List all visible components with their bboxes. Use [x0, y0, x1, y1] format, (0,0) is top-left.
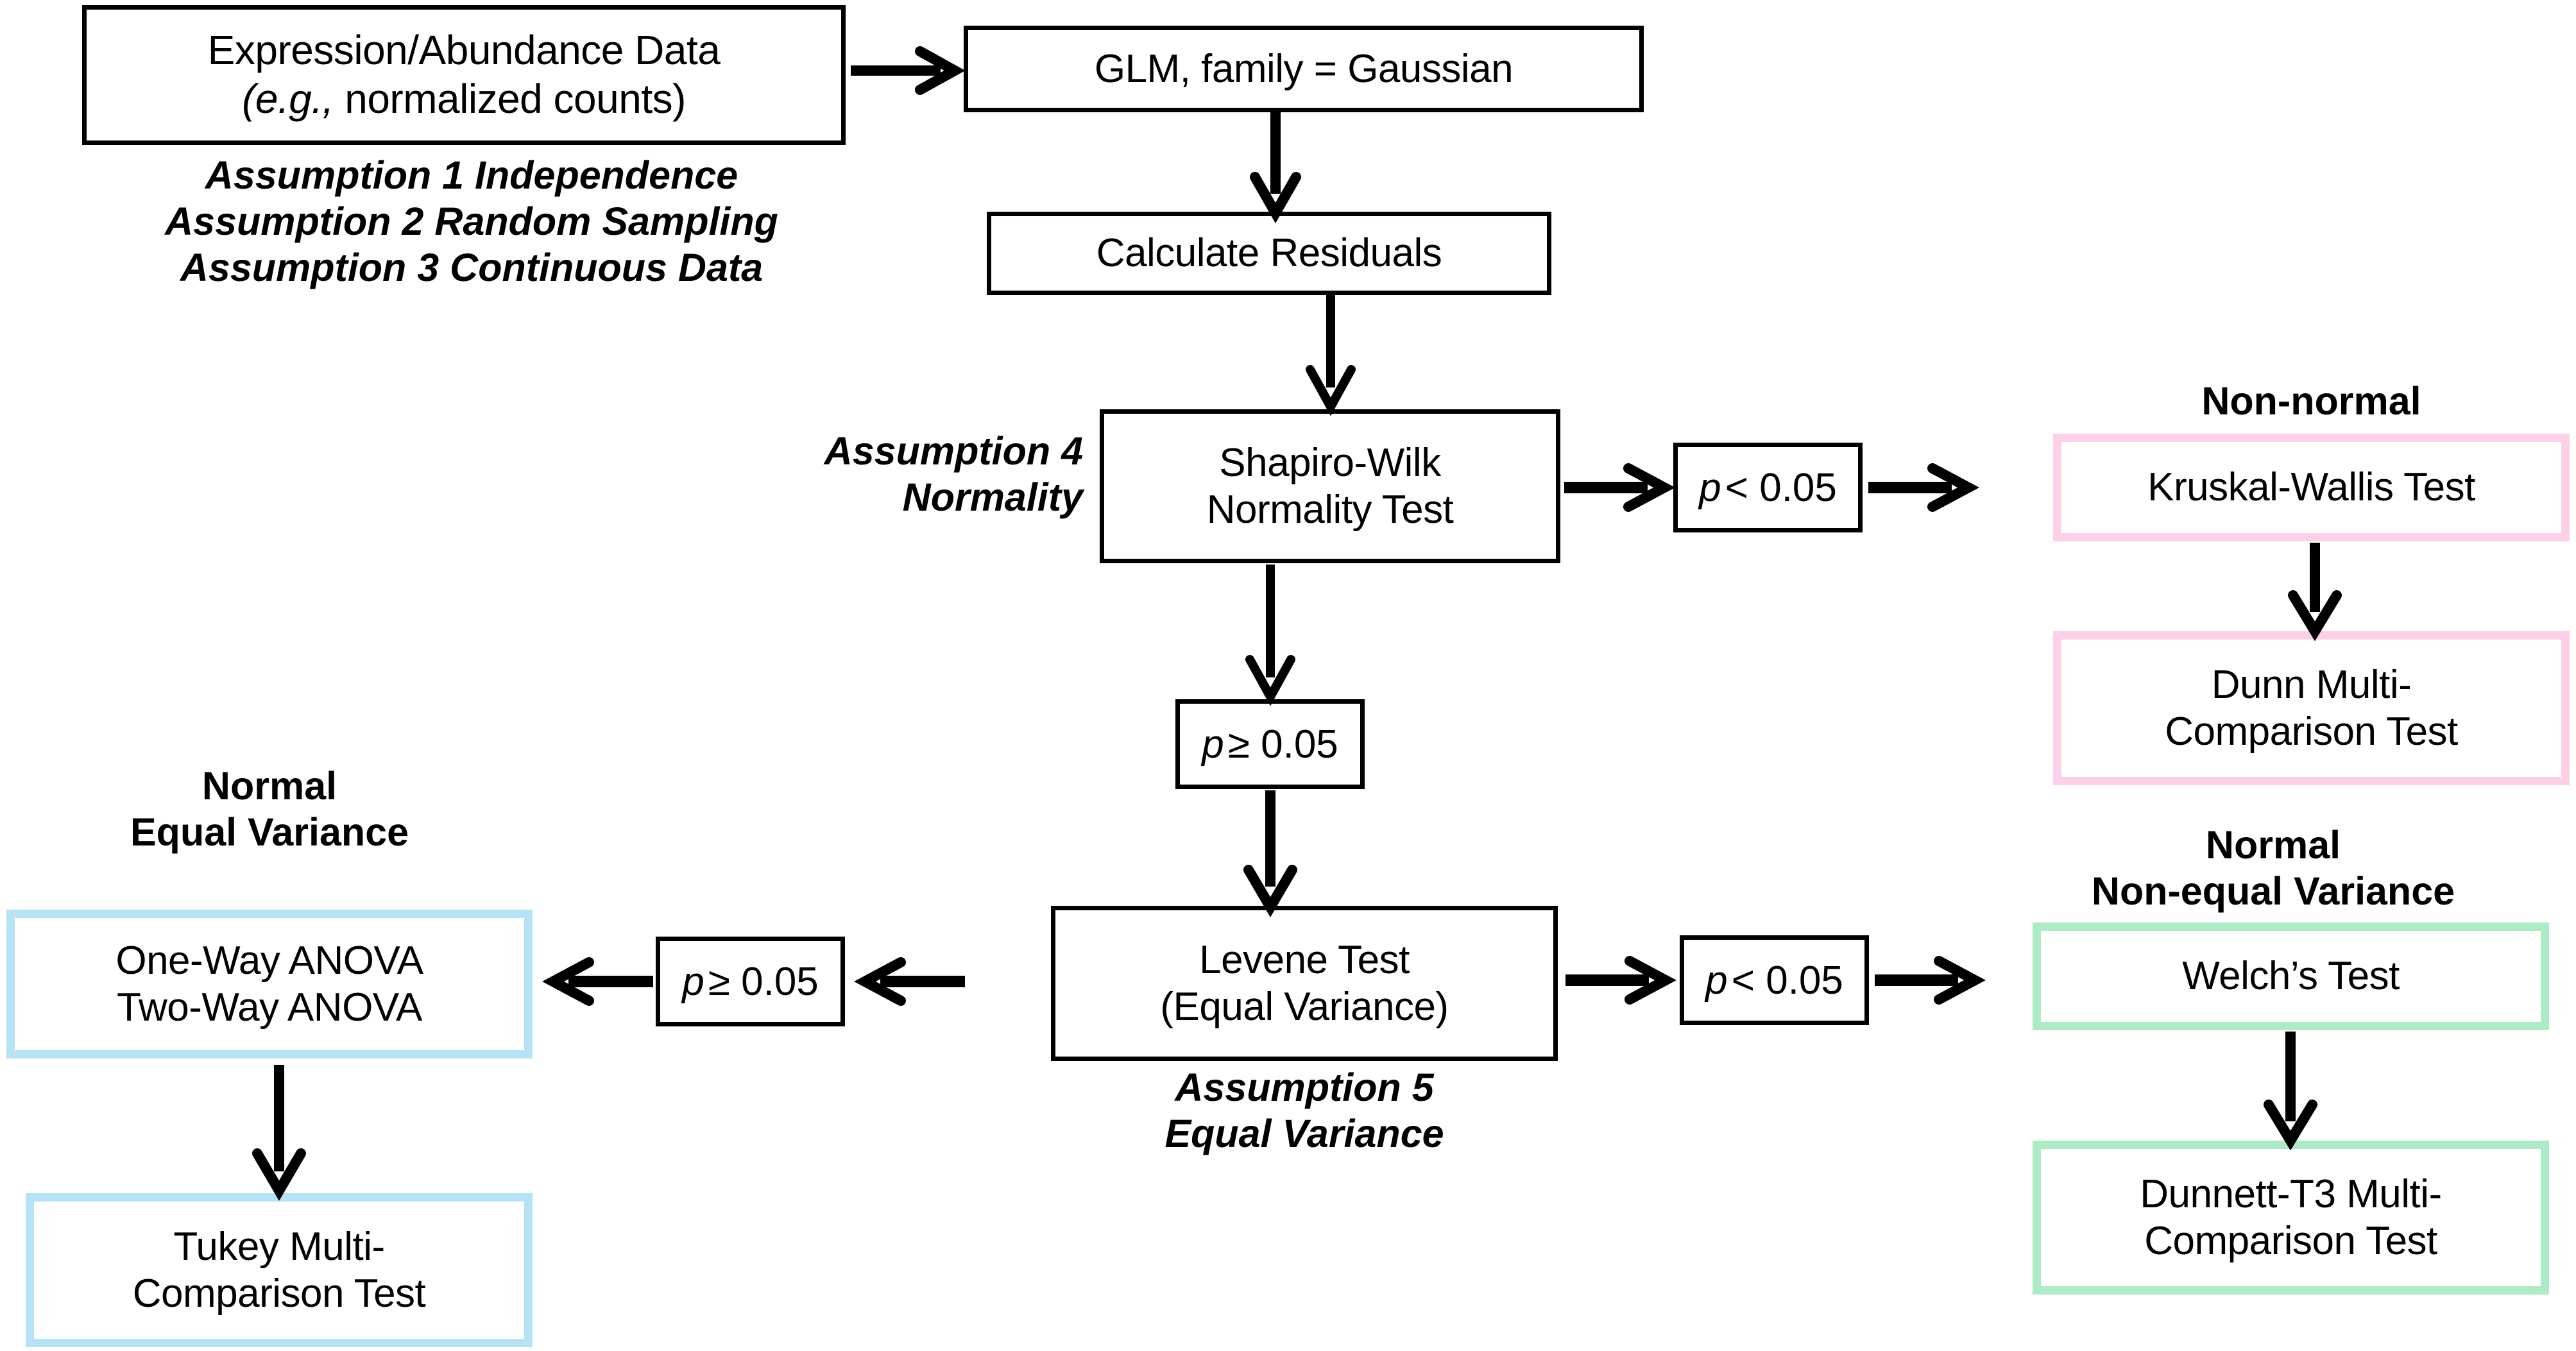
node-dunn-multi-comparison[interactable]: Dunn Multi- Comparison Test — [2053, 631, 2570, 785]
decision-shapiro-p-less-rest: < 0.05 — [1725, 465, 1837, 510]
label-assumption-5: Assumption 5 Equal Variance — [1164, 1066, 1444, 1155]
node-kruskal-wallis-label: Kruskal-Wallis Test — [2147, 465, 2475, 510]
node-dunnett-t3-label: Dunnett-T3 Multi- Comparison Test — [2140, 1171, 2442, 1263]
node-glm-label: GLM, family = Gaussian — [1094, 46, 1514, 91]
decision-levene-p-less-rest: < 0.05 — [1731, 958, 1843, 1003]
node-calculate-residuals-label: Calculate Residuals — [1096, 231, 1442, 276]
arrow-shapiro-to-p-ge — [1245, 565, 1296, 706]
node-welch-test-label: Welch’s Test — [2182, 954, 2400, 999]
node-anova[interactable]: One-Way ANOVA Two-Way ANOVA — [6, 910, 533, 1058]
arrow-input-to-glm — [851, 46, 966, 95]
decision-levene-p-ge-rest: ≥ 0.05 — [708, 959, 819, 1004]
input-data-line2: (e.g., normalized counts) — [242, 76, 686, 122]
arrow-p-ge-to-levene — [1243, 790, 1297, 917]
node-input-data-text-overlay: Expression/Abundance Data(e.g., normaliz… — [82, 5, 846, 145]
arrow-levene-to-p-ge-left — [854, 957, 965, 1006]
node-welch-test[interactable]: Welch’s Test — [2033, 922, 2549, 1030]
node-levene-test[interactable]: Levene Test (Equal Variance) — [1051, 906, 1558, 1061]
label-assumption-4: Assumption 4 Normality — [824, 429, 1083, 519]
arrow-residuals-to-shapiro — [1305, 294, 1356, 416]
node-shapiro-wilk[interactable]: Shapiro-Wilk Normality Test — [1100, 409, 1560, 563]
arrow-p-less-to-welch — [1875, 956, 1986, 1005]
decision-shapiro-p-less[interactable]: p< 0.05 — [1673, 443, 1863, 532]
arrow-p-ge-to-anova — [542, 957, 653, 1006]
decision-shapiro-p-ge[interactable]: p≥ 0.05 — [1175, 699, 1365, 789]
node-kruskal-wallis[interactable]: Kruskal-Wallis Test — [2053, 434, 2570, 541]
node-anova-label: One-Way ANOVA Two-Way ANOVA — [115, 938, 423, 1030]
decision-levene-p-ge-var: p — [682, 959, 704, 1004]
decision-levene-p-less[interactable]: p< 0.05 — [1680, 935, 1869, 1025]
arrow-glm-to-residuals — [1250, 110, 1301, 224]
arrow-levene-to-p-less — [1565, 956, 1676, 1005]
node-dunn-multi-comparison-label: Dunn Multi- Comparison Test — [2165, 662, 2458, 754]
node-tukey-multi-comparison-label: Tukey Multi- Comparison Test — [132, 1224, 426, 1316]
input-data-eg-italic: (e.g., — [242, 76, 334, 122]
node-shapiro-wilk-label: Shapiro-Wilk Normality Test — [1206, 440, 1454, 532]
node-dunnett-t3[interactable]: Dunnett-T3 Multi- Comparison Test — [2033, 1141, 2549, 1295]
decision-levene-p-less-var: p — [1705, 958, 1728, 1003]
arrow-shapiro-to-p-less — [1564, 463, 1675, 512]
decision-shapiro-p-less-var: p — [1699, 465, 1721, 510]
node-input-data[interactable] — [82, 5, 846, 145]
decision-levene-p-ge[interactable]: p≥ 0.05 — [656, 937, 845, 1026]
label-normal-equal-variance: Normal Equal Variance — [130, 764, 409, 854]
arrow-kruskal-to-dunn — [2288, 543, 2342, 642]
node-tukey-multi-comparison[interactable]: Tukey Multi- Comparison Test — [26, 1193, 533, 1347]
input-data-line1: Expression/Abundance Data — [207, 27, 721, 74]
label-non-normal: Non-normal — [2201, 379, 2421, 423]
arrow-anova-to-tukey — [252, 1065, 306, 1201]
node-levene-test-label: Levene Test (Equal Variance) — [1160, 937, 1449, 1029]
arrow-welch-to-dunnett — [2264, 1032, 2317, 1151]
node-glm[interactable]: GLM, family = Gaussian — [964, 26, 1644, 112]
decision-shapiro-p-ge-rest: ≥ 0.05 — [1227, 722, 1338, 767]
label-assumptions-1-2-3: Assumption 1 Independence Assumption 2 R… — [165, 153, 778, 289]
label-normal-non-equal-variance: Normal Non-equal Variance — [2091, 823, 2455, 913]
decision-shapiro-p-ge-var: p — [1202, 722, 1224, 767]
arrow-p-less-to-kruskal — [1868, 463, 1979, 512]
node-calculate-residuals[interactable]: Calculate Residuals — [987, 212, 1551, 295]
